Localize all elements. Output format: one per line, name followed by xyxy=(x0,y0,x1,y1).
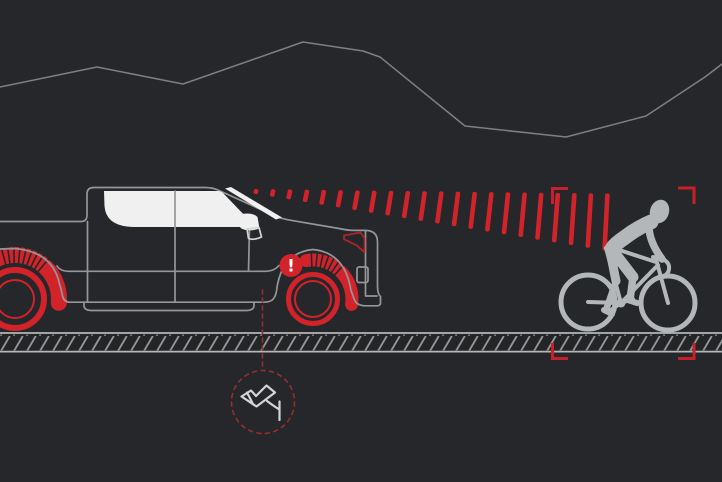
fender-ray xyxy=(29,251,39,270)
radar-wave-dash xyxy=(485,192,494,232)
side-mirror xyxy=(238,213,260,231)
fender-ray xyxy=(329,260,340,276)
rider-front-foot xyxy=(625,297,640,306)
rear-wheel-tire xyxy=(0,267,47,331)
front-wheel-rim xyxy=(294,280,332,318)
radar-wave-dash xyxy=(286,189,293,200)
fender-ray xyxy=(0,247,8,267)
fender-ray xyxy=(25,249,34,268)
fender-ray xyxy=(17,246,21,266)
radar-wave-dash xyxy=(368,190,377,213)
bracket-top-right xyxy=(678,186,696,204)
grille-face-line xyxy=(364,230,378,297)
front-wheel-well-highlight xyxy=(299,253,359,311)
road-hatching xyxy=(0,334,722,351)
headlight-outline xyxy=(343,231,366,254)
radar-wave-dash xyxy=(451,191,461,227)
fender-ray-lines xyxy=(0,246,345,278)
radar-wave-dash xyxy=(335,190,343,208)
camera-callout xyxy=(230,289,296,435)
radar-wave-dash xyxy=(385,190,394,216)
fender-ray xyxy=(310,252,313,270)
running-board xyxy=(83,301,255,312)
radar-wave-dash xyxy=(401,191,411,219)
bracket-bottom-right xyxy=(678,343,696,360)
radar-wave-dash xyxy=(302,189,310,203)
front-wheel-tire xyxy=(286,272,340,326)
bracket-top-left xyxy=(551,187,568,204)
radar-wave-dash xyxy=(585,193,594,248)
camera-lens-line xyxy=(245,391,254,405)
bike-crank xyxy=(616,298,626,308)
detection-frame-brackets xyxy=(551,186,696,360)
security-camera-check-icon xyxy=(240,384,281,422)
radar-wave-dash xyxy=(468,191,477,229)
rider-arm xyxy=(645,224,666,263)
fender-ray xyxy=(21,247,28,267)
radar-wave-dash xyxy=(518,192,527,237)
front-sensor-outline xyxy=(356,266,369,284)
body-crease-line xyxy=(56,264,280,273)
radar-wave-dashes xyxy=(253,188,610,251)
fender-ray xyxy=(318,253,324,271)
side-window xyxy=(104,191,250,227)
cyclist xyxy=(558,199,698,333)
fender-ray xyxy=(6,246,11,267)
rider-front-thigh xyxy=(607,245,639,283)
front-door-seam xyxy=(247,227,251,272)
rear-wheel-well-highlight xyxy=(0,247,67,311)
wheel-well-highlights xyxy=(0,247,359,311)
bike-front-wheel xyxy=(638,273,698,333)
alert-exclamation-badge: ! xyxy=(279,254,303,277)
radar-wave-dash xyxy=(501,192,511,235)
fender-ray xyxy=(325,257,335,274)
rear-wheel-rim xyxy=(0,279,35,319)
radar-wave-dash xyxy=(435,191,444,224)
alert-exclamation-text: ! xyxy=(287,257,295,277)
cyclist-rider xyxy=(604,214,666,306)
radar-wave-dash xyxy=(319,189,327,205)
truck xyxy=(0,186,382,312)
radar-wave-dash xyxy=(352,190,360,211)
bracket-bottom-left xyxy=(551,343,568,360)
fender-ray xyxy=(32,254,45,272)
alert-badge-circle xyxy=(279,254,303,277)
radar-wave-dash xyxy=(269,189,276,197)
radar-wave-dash xyxy=(535,192,544,240)
truck-glass xyxy=(104,187,282,231)
mirror-mount xyxy=(246,226,263,241)
fender-ray xyxy=(36,258,50,274)
road-edges xyxy=(0,332,722,353)
rider-front-shin xyxy=(626,273,637,304)
callout-dashed-circle xyxy=(230,369,296,435)
radar-wave-dash xyxy=(253,188,259,195)
camera-body xyxy=(240,384,277,408)
truck-body-outline xyxy=(0,186,382,307)
radar-wave-dash xyxy=(418,191,427,221)
fender-ray xyxy=(322,254,330,272)
mountain-ridge-line xyxy=(0,41,722,138)
radar-wave-dash xyxy=(551,192,561,243)
rider-head xyxy=(649,199,670,224)
road xyxy=(0,332,722,353)
windshield xyxy=(225,187,282,220)
radar-wave-dash xyxy=(602,193,610,251)
truck-wheels xyxy=(0,267,340,331)
fender-ray xyxy=(314,252,319,270)
radar-wave-dash xyxy=(568,193,577,246)
